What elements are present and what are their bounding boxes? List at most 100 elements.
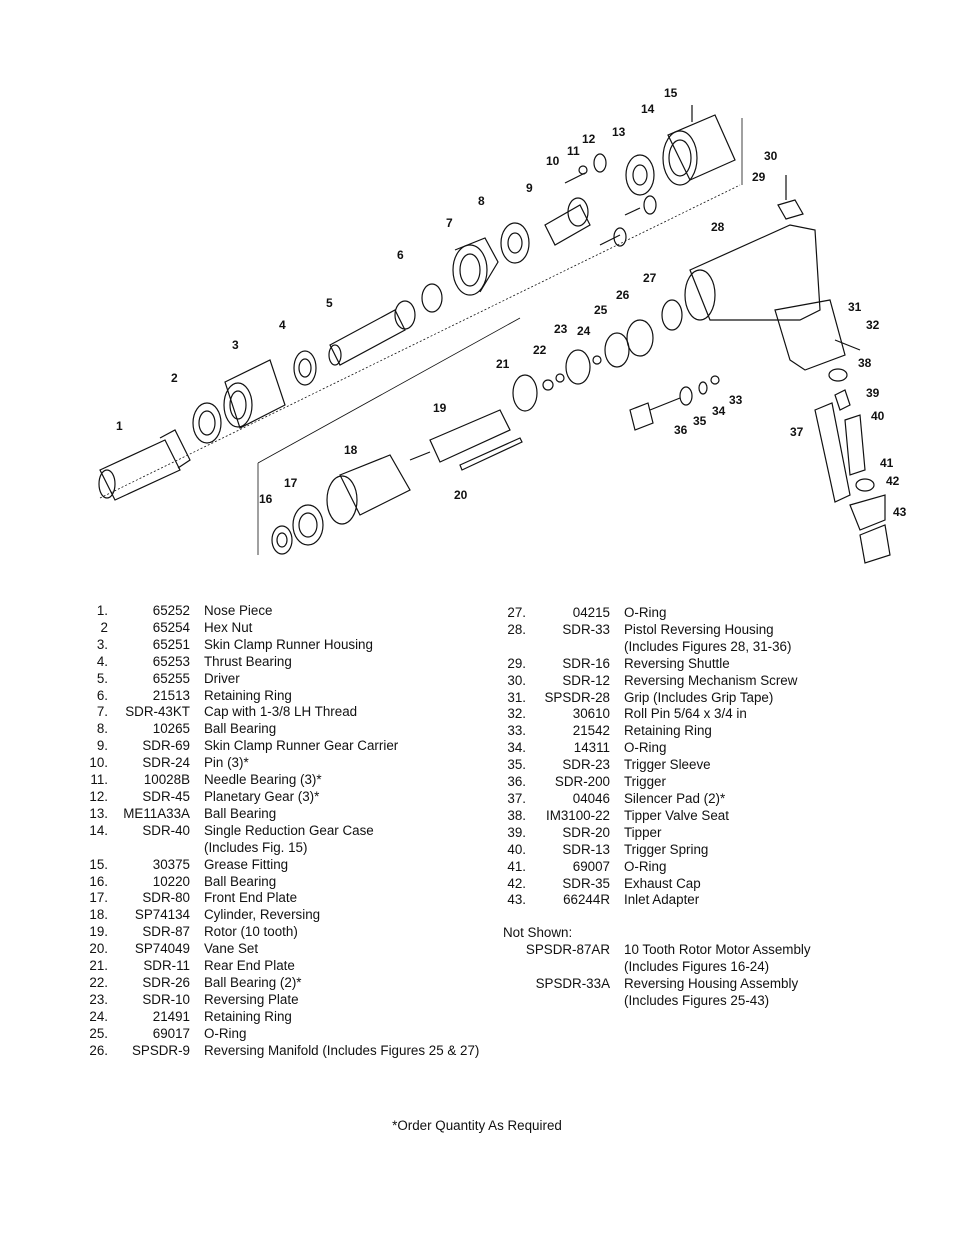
part-number: SDR-23 [562, 757, 610, 773]
parts-row: 28. SDR-33 Pistol Reversing Housing [500, 622, 797, 639]
part-description: Retaining Ring [204, 687, 292, 703]
item-number: 10. [89, 755, 108, 771]
callout-31: 31 [848, 300, 862, 314]
callout-34: 34 [712, 404, 726, 418]
part-number: 66244R [563, 892, 610, 908]
callout-4: 4 [279, 318, 286, 332]
part-number: 14311 [573, 740, 610, 756]
footnote: *Order Quantity As Required [392, 1118, 562, 1133]
item-number: 7. [96, 704, 108, 720]
part-description: Rear End Plate [204, 958, 295, 974]
part-description: Front End Plate [204, 890, 298, 906]
item-number: 21. [89, 958, 108, 974]
part-description: Retaining Ring [204, 1008, 292, 1024]
callout-14: 14 [641, 102, 655, 116]
part-number: IM3100-22 [545, 807, 610, 823]
part-number: 69007 [572, 858, 610, 874]
item-number: 38. [507, 807, 526, 823]
item-number: 9. [96, 738, 108, 754]
part-number: SDR-12 [562, 672, 610, 688]
parts-row: (Includes Figures 28, 31-36) [500, 639, 797, 656]
callout-36: 36 [674, 423, 688, 437]
item-number: 17. [89, 890, 108, 906]
callout-22: 22 [533, 343, 547, 357]
callout-1: 1 [116, 419, 123, 433]
item-number: 32. [507, 706, 526, 722]
item-number: 18. [89, 907, 108, 923]
part-number: SDR-40 [142, 822, 190, 838]
item-number: 8. [96, 721, 108, 737]
part-description: Rotor (10 tooth) [204, 924, 298, 940]
part-description: Skin Clamp Runner Gear Carrier [204, 738, 399, 754]
part-description: Reversing Housing Assembly [624, 975, 799, 991]
callout-28: 28 [711, 220, 725, 234]
part-description: Trigger Spring [624, 841, 709, 857]
part-number [503, 993, 610, 1010]
callout-3: 3 [232, 338, 239, 352]
part-description: Needle Bearing (3)* [204, 772, 322, 788]
item-number: 29. [507, 655, 526, 671]
part-number: SP74134 [134, 907, 190, 923]
part-number: 30375 [152, 856, 190, 872]
callout-24: 24 [577, 324, 591, 338]
part-description: Exhaust Cap [624, 875, 701, 891]
part-description: Reversing Plate [204, 991, 299, 1007]
part-description: Pin (3)* [204, 755, 249, 771]
part-description: (Includes Fig. 15) [204, 839, 308, 855]
part-description: (Includes Figures 16-24) [624, 958, 770, 974]
part-number: 21513 [152, 687, 190, 703]
part-number: SDR-35 [562, 875, 610, 891]
parts-row: 10. SDR-24 Pin (3)* [84, 755, 479, 772]
part-description: Ball Bearing [204, 721, 277, 737]
callout-8: 8 [478, 194, 485, 208]
part-description: Pistol Reversing Housing [624, 621, 774, 637]
item-number: 40. [507, 841, 526, 857]
part-number: SPSDR-87AR [525, 941, 610, 957]
item-number: 31. [507, 689, 526, 705]
part-description: Ball Bearing [204, 805, 277, 821]
callout-20: 20 [454, 488, 468, 502]
part-number: SDR-10 [142, 991, 190, 1007]
part-number: SDR-43KT [125, 704, 190, 720]
item-number: 28. [507, 621, 526, 637]
part-number: SDR-33 [562, 621, 610, 637]
part-number: 65255 [152, 670, 190, 686]
part-description: Driver [204, 670, 240, 686]
part-description: Trigger Sleeve [624, 757, 711, 773]
part-number: SDR-200 [554, 774, 610, 790]
part-number: 21491 [152, 1008, 190, 1024]
part-description: Cylinder, Reversing [204, 907, 321, 923]
part-number: 65253 [152, 653, 190, 669]
callout-11: 11 [567, 144, 580, 158]
callout-12: 12 [582, 132, 596, 146]
item-number: 1. [96, 603, 108, 618]
callout-25: 25 [594, 303, 608, 317]
part-description: Hex Nut [204, 619, 253, 635]
item-number: 37. [507, 790, 526, 806]
part-number: SDR-24 [142, 755, 190, 771]
item-number: 16. [89, 873, 108, 889]
callout-10: 10 [546, 154, 560, 168]
item-number: 5. [96, 670, 108, 686]
part-number: 21542 [572, 723, 610, 739]
part-number: SDR-26 [142, 974, 190, 990]
part-description: O-Ring [624, 858, 667, 874]
callout-37: 37 [790, 425, 804, 439]
